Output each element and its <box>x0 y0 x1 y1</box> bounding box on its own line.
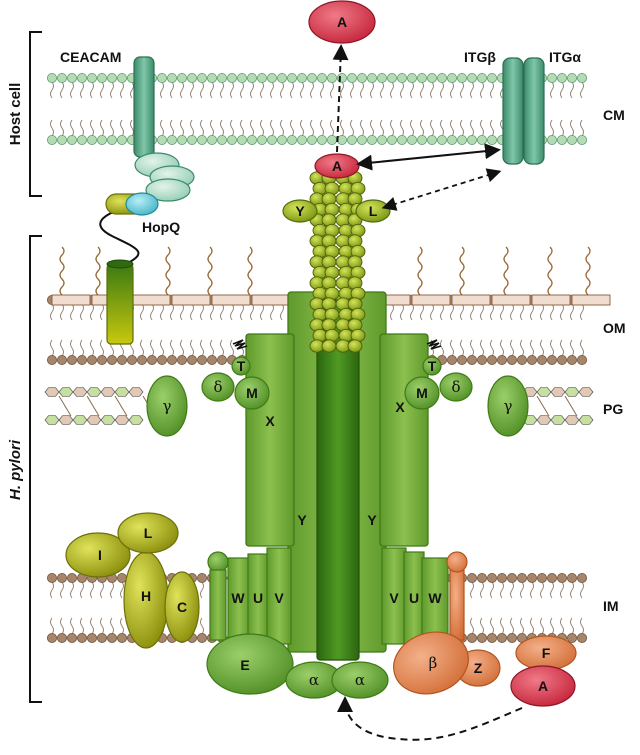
translocation-arrows <box>332 44 523 741</box>
ceacam-receptor <box>133 56 195 202</box>
gamma-label-right: γ <box>504 397 513 415</box>
alpha-label-right: α <box>355 671 365 689</box>
y-label-tip: Y <box>295 203 305 219</box>
l-label-complex: L <box>144 525 153 541</box>
caga-label-tip: A <box>332 158 342 174</box>
lih-complex <box>65 512 200 649</box>
peptidoglycan <box>44 387 594 425</box>
im-label: IM <box>603 598 619 614</box>
x-label-right: X <box>395 399 405 415</box>
host-cell-bracket: Host cell <box>7 31 42 197</box>
z-label: Z <box>474 660 483 676</box>
om-label: OM <box>603 320 626 336</box>
itg-beta-label: ITGβ <box>464 49 496 65</box>
t-label-left: T <box>237 358 246 374</box>
hopq-label: HopQ <box>142 219 180 235</box>
e-label: E <box>240 657 249 673</box>
pg-label: PG <box>603 401 623 417</box>
host-cell-label: Host cell <box>7 83 24 146</box>
caga-label-bottom: A <box>538 678 548 694</box>
itg-alpha-label: ITGα <box>549 49 581 65</box>
h-pylori-label: H. pylori <box>7 439 24 500</box>
u-label-right: U <box>409 590 419 606</box>
om-satellites <box>146 339 529 437</box>
v-label-left: V <box>274 590 284 606</box>
c-label: C <box>177 599 187 615</box>
f-label: F <box>542 645 551 661</box>
x-label-left: X <box>265 413 275 429</box>
hopq-adhesin <box>99 192 159 345</box>
gamma-label-left: γ <box>163 397 172 415</box>
u-label-left: U <box>253 590 263 606</box>
y-label-left: Y <box>297 512 307 528</box>
ceacam-label: CEACAM <box>60 49 121 65</box>
w-label-right: W <box>428 590 442 606</box>
delta-label-right: δ <box>451 378 460 396</box>
component-labels: A A Y L T T δ M M δ X X γ γ Y Y L I H C … <box>98 14 551 694</box>
v-label-right: V <box>389 590 399 606</box>
pilus-tip <box>282 0 391 223</box>
im-right-subunits <box>381 547 468 645</box>
m-label-right: M <box>416 385 428 401</box>
beta-label: β <box>429 654 438 672</box>
h-label: H <box>141 588 151 604</box>
t4ss-core-complex <box>245 291 429 661</box>
i-label: I <box>98 547 102 563</box>
integrin-receptor <box>502 57 545 165</box>
h-pylori-bracket: H. pylori <box>7 235 42 703</box>
m-label-left: M <box>246 385 258 401</box>
w-label-left: W <box>231 590 245 606</box>
caga-label-top: A <box>337 14 347 30</box>
atpase-complex <box>206 631 577 707</box>
l-label-tip: L <box>369 203 378 219</box>
pilus-bead <box>321 339 337 353</box>
alpha-label-left: α <box>309 671 319 689</box>
pilus-beads <box>309 171 366 353</box>
cm-label: CM <box>603 107 625 123</box>
delta-label-left: δ <box>213 378 222 396</box>
t-label-right: T <box>428 358 437 374</box>
im-left-subunits <box>207 547 292 645</box>
pilus-bead <box>347 339 363 353</box>
y-label-right: Y <box>367 512 377 528</box>
